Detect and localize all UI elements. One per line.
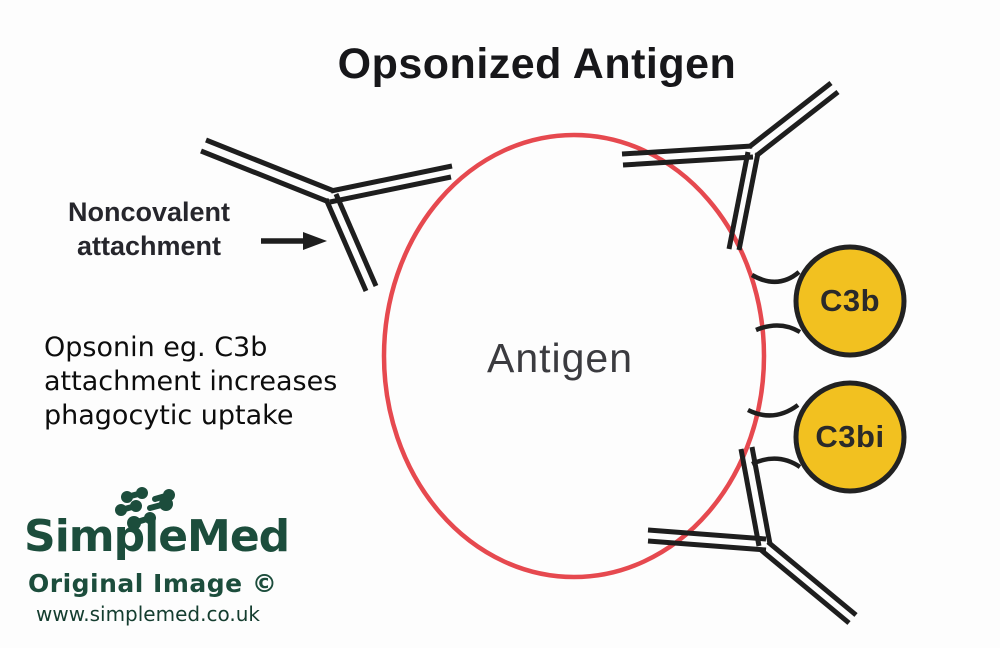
noncovalent-arrow-icon — [261, 232, 327, 250]
antibody-top-right-icon — [621, 81, 840, 251]
opsonin-note: Opsonin eg. C3b attachment increases pha… — [44, 332, 338, 432]
simplemed-logo-icon — [115, 487, 175, 530]
antibody-left-icon — [200, 137, 453, 292]
original-image-caption: Original Image © — [28, 569, 278, 598]
simplemed-wordmark: SimpleMed — [24, 511, 290, 562]
antibody-bottom-right-icon — [647, 446, 858, 625]
website-url: www.simplemed.co.uk — [36, 602, 260, 626]
antigen-ellipse — [381, 132, 767, 580]
c3bi-circle — [793, 380, 907, 494]
c3b-label: C3b — [819, 283, 881, 318]
c3bi-label: C3bi — [815, 419, 885, 454]
noncovalent-attachment-label: Noncovalent attachment — [67, 197, 231, 261]
c3b-circle — [793, 244, 907, 358]
antigen-label: Antigen — [486, 335, 634, 381]
c3b-connector-icon — [750, 270, 802, 334]
c3bi-connector-icon — [746, 403, 802, 469]
page-title: Opsonized Antigen — [337, 40, 737, 88]
